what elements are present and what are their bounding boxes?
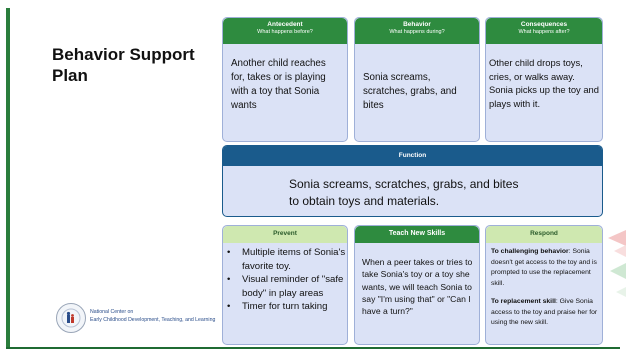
prevent-item: Visual reminder of "safe body" in play a…: [227, 273, 357, 300]
prevent-header: Prevent: [223, 226, 347, 243]
footer-line1: National Center on: [90, 309, 134, 315]
consequences-header: Consequences What happens after?: [486, 18, 602, 44]
consequences-title: Consequences: [520, 21, 568, 28]
respond-card: Respond To challenging behavior: Sonia d…: [485, 225, 603, 345]
function-header: Function: [223, 146, 602, 166]
prevent-list: Multiple items of Sonia's favorite toy. …: [223, 246, 357, 314]
prevent-item: Multiple items of Sonia's favorite toy.: [227, 246, 357, 273]
prevent-title: Prevent: [273, 230, 297, 237]
antecedent-title: Antecedent: [267, 21, 303, 28]
function-title: Function: [398, 152, 427, 159]
bottom-rule: [6, 347, 620, 349]
behavior-text: Sonia screams, scratches, grabs, and bit…: [363, 72, 457, 111]
teach-text: When a peer takes or tries to take Sonia…: [362, 257, 473, 317]
antecedent-subtitle: What happens before?: [257, 29, 313, 35]
function-text: Sonia screams, scratches, grabs, and bit…: [289, 177, 519, 208]
ncecdtl-seal-logo: [56, 303, 86, 333]
behavior-subtitle: What happens during?: [389, 29, 445, 35]
consequences-subtitle: What happens after?: [518, 29, 570, 35]
respond-title: Respond: [530, 230, 558, 237]
teach-card: Teach New Skills When a peer takes or tr…: [354, 225, 480, 345]
respond-replacement: To replacement skill: Give Sonia access …: [491, 297, 601, 329]
slide-title: Behavior Support Plan: [52, 45, 195, 85]
respond-header: Respond: [486, 226, 602, 243]
teach-title: Teach New Skills: [388, 230, 446, 237]
left-accent-bar: [6, 8, 10, 348]
prevent-item: Timer for turn taking: [227, 300, 357, 314]
consequences-text: Other child drops toys, cries, or walks …: [489, 57, 599, 109]
behavior-title: Behavior: [403, 21, 431, 28]
antecedent-text: Another child reaches for, takes or is p…: [231, 58, 326, 111]
antecedent-header: Antecedent What happens before?: [223, 18, 347, 44]
respond-challenging-text: : Sonia doesn't get access to the toy an…: [491, 248, 597, 287]
antecedent-card: Antecedent What happens before? Another …: [222, 17, 348, 142]
respond-replacement-label: To replacement skill: [491, 298, 556, 305]
behavior-card: Behavior What happens during? Sonia scre…: [354, 17, 480, 142]
respond-replacement-text: : Give Sonia access to the toy and prais…: [491, 298, 598, 326]
function-card: Function Sonia screams, scratches, grabs…: [222, 145, 603, 217]
respond-challenging: To challenging behavior: Sonia doesn't g…: [491, 247, 601, 289]
footer-org-name: National Center on Early Childhood Devel…: [90, 308, 215, 324]
prevent-card: Prevent Multiple items of Sonia's favori…: [222, 225, 348, 345]
family-icon: [61, 308, 81, 328]
consequences-card: Consequences What happens after? Other c…: [485, 17, 603, 142]
decorative-triangles: [608, 230, 626, 297]
behavior-header: Behavior What happens during?: [355, 18, 479, 44]
teach-header: Teach New Skills: [355, 226, 479, 243]
footer-line2: Early Childhood Development, Teaching, a…: [90, 317, 216, 323]
respond-challenging-label: To challenging behavior: [491, 248, 569, 255]
